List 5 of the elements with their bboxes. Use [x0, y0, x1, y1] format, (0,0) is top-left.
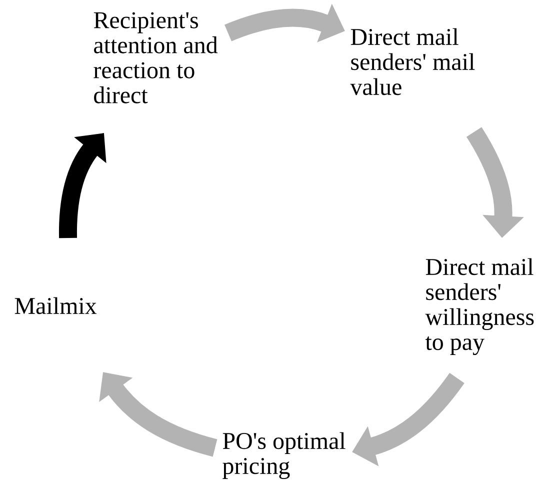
step-text: Direct mail senders' willingness to pay: [425, 258, 534, 356]
step-text: Mailmix: [14, 297, 97, 314]
step-text: Recipient's attention and reaction to direct: [94, 12, 218, 104]
step-text: Direct mail senders' mail value: [350, 28, 475, 96]
step-text: PO's optimal pricing: [222, 432, 346, 480]
